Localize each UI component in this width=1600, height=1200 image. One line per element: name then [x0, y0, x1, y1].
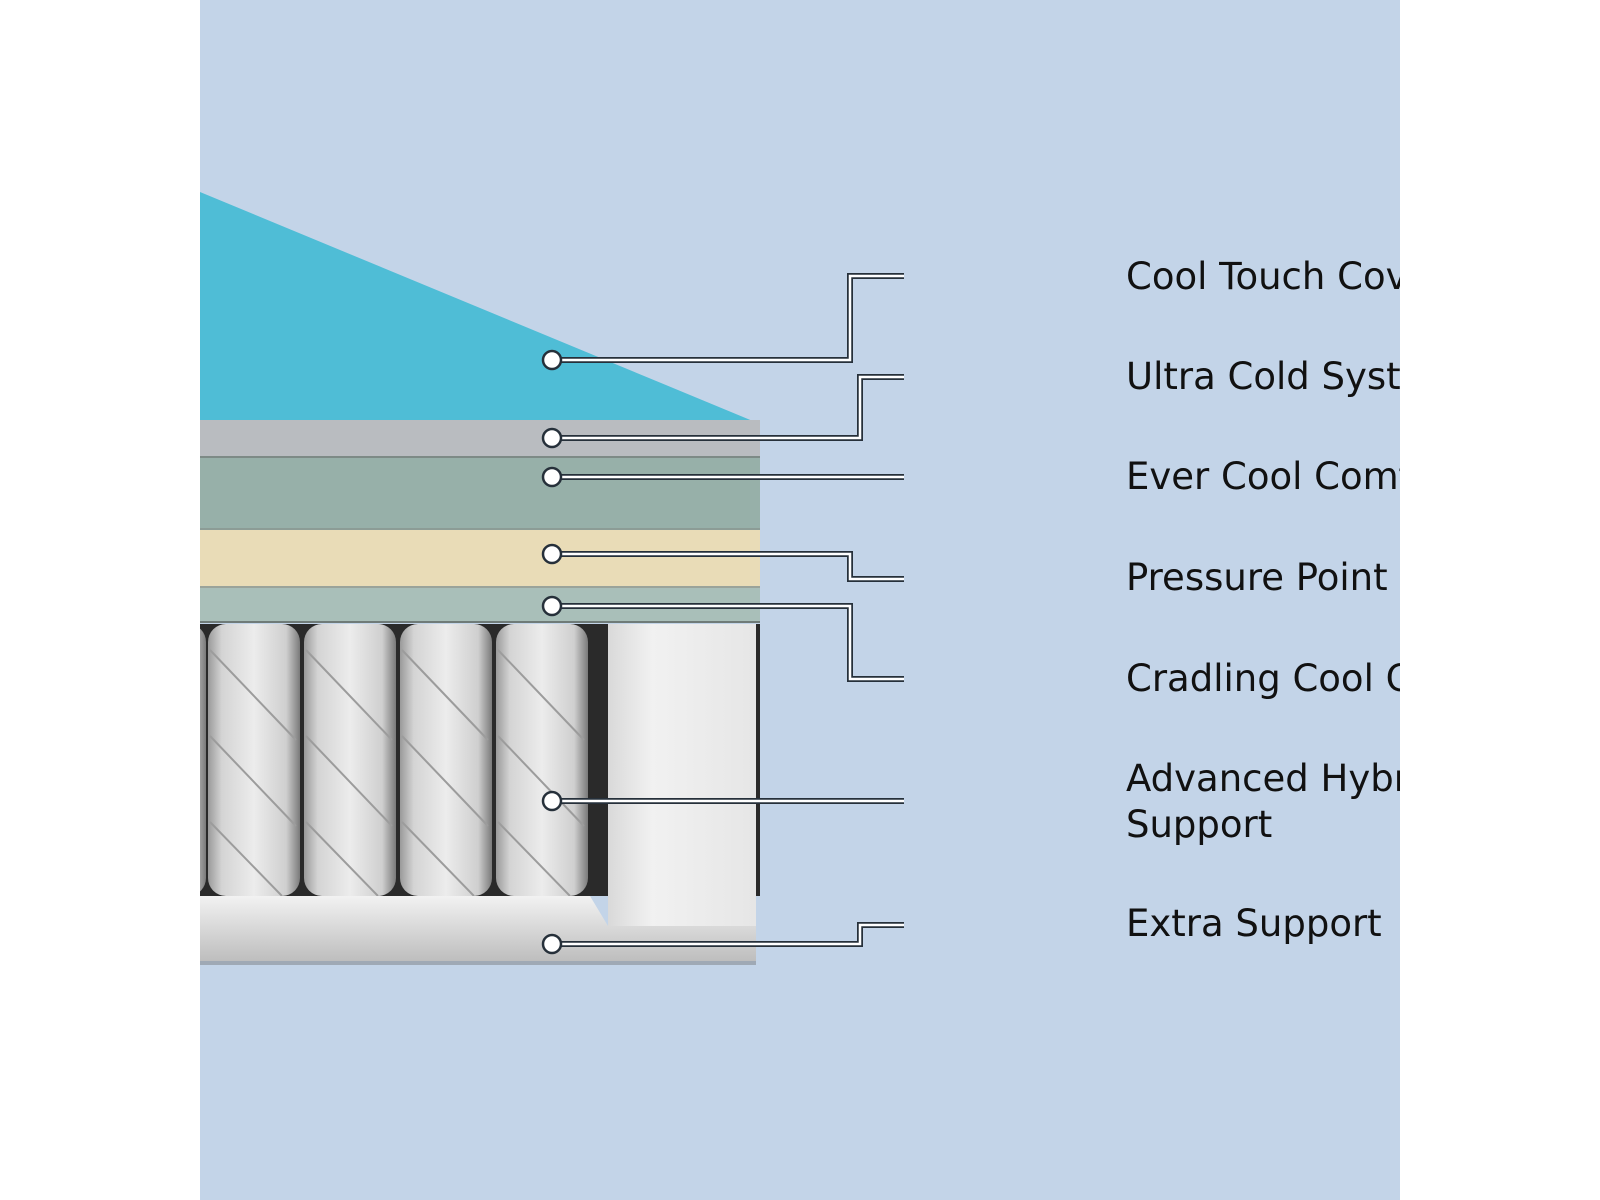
pocketed-coil — [400, 624, 492, 897]
label-cradling-cool-comfort: Cradling Cool Comfort — [1126, 657, 1400, 700]
leader-ultra-cold-system-dot — [541, 427, 563, 449]
label-ever-cool-comfort: Ever Cool Comfort — [1126, 455, 1400, 498]
leader-pressure-point-relief — [552, 552, 904, 581]
leader-extra-support — [552, 923, 904, 946]
label-cool-touch-cover: Cool Touch Cover — [1126, 255, 1400, 298]
callout-leaders — [541, 273, 904, 955]
leader-cradling-cool-comfort-dot — [541, 595, 563, 617]
label-line: Support — [1126, 803, 1273, 846]
label-ultra-cold-system: Ultra Cold System — [1126, 355, 1400, 398]
pocketed-coil — [496, 624, 588, 897]
leader-cradling-cool-comfort — [552, 604, 904, 681]
leader-pressure-point-relief-dot — [541, 543, 563, 565]
diagram-panel: Cool Touch Cover Ultra Cold System Ever … — [200, 0, 1400, 1200]
ever-cool-comfort-layer — [200, 458, 760, 528]
leader-ever-cool-comfort-dot — [541, 466, 563, 488]
label-advanced-hybrid-support: Advanced Hybrid Support — [1126, 756, 1400, 848]
pocketed-coil — [304, 624, 396, 897]
label-extra-support: Extra Support — [1126, 902, 1382, 945]
leader-advanced-hybrid-support-dot — [541, 790, 563, 812]
foam-edge-support — [608, 624, 756, 926]
pocketed-coil — [208, 624, 300, 897]
leader-cool-touch-cover — [552, 274, 904, 362]
leader-extra-support-dot — [541, 933, 563, 955]
leader-ultra-cold-system — [552, 375, 904, 440]
leader-cool-touch-cover-dot — [541, 349, 563, 371]
pressure-point-relief-layer — [200, 530, 760, 586]
label-pressure-point-relief: Pressure Point Relief — [1126, 556, 1400, 599]
mattress-cross-section — [200, 192, 904, 965]
label-line: Advanced Hybrid — [1126, 757, 1400, 800]
pocketed-coil — [200, 628, 206, 892]
cool-touch-cover-layer — [200, 192, 760, 424]
